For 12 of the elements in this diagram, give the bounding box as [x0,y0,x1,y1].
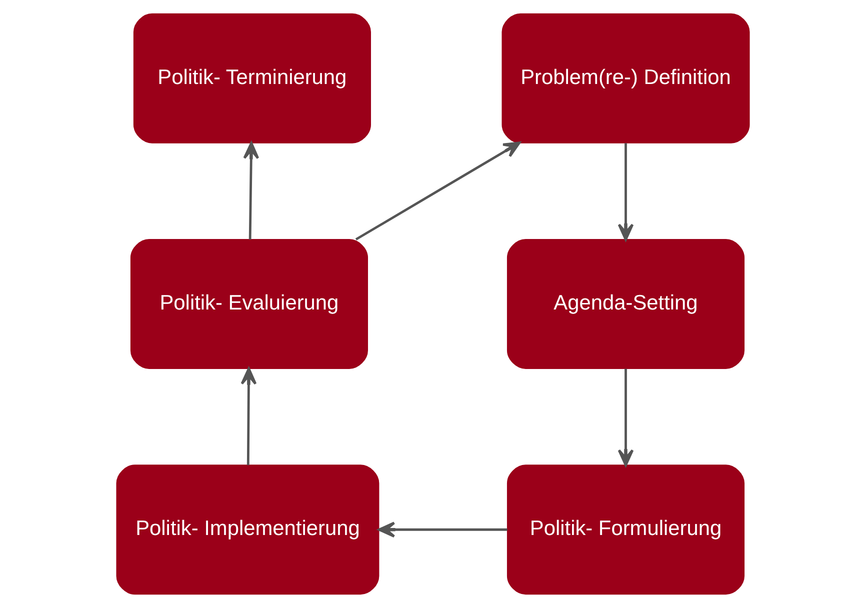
node-box: Problem(re-) Definition [501,13,750,144]
arrow [377,522,507,538]
node-box: Agenda-Setting [506,239,744,369]
arrow [354,142,520,240]
node-box: Politik- Implementierung [116,464,379,595]
node-box: Politik- Evaluierung [130,239,368,369]
arrow [617,368,634,466]
node-box: Politik- Formulierung [506,464,744,595]
arrow [240,368,256,466]
node-box: Politik- Terminierung [132,13,370,144]
arrow [242,142,259,240]
arrow [617,143,634,241]
